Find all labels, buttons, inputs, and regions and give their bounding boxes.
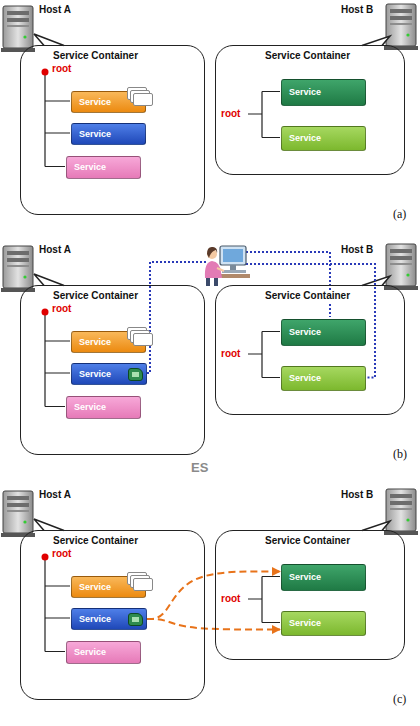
service-box: Service <box>281 564 366 591</box>
service-name: Service <box>282 133 321 144</box>
service-box: Service <box>281 79 366 106</box>
panel-label: (a) <box>392 208 407 220</box>
service-container: Service ContainerServiceService <box>215 530 405 660</box>
container-heading: Service Container <box>51 535 140 547</box>
migrating-agent <box>128 368 143 381</box>
container-heading: Service Container <box>51 50 140 62</box>
service-name: Service <box>282 327 321 338</box>
service-name: Service <box>67 162 106 173</box>
panel-label: (c) <box>392 693 407 705</box>
service-box: Service <box>281 611 366 636</box>
service-box: Service <box>281 126 366 151</box>
service-box: Service <box>71 123 146 145</box>
service-name: Service <box>72 369 111 380</box>
instance-card <box>133 333 153 346</box>
service-name: Service <box>282 87 321 98</box>
panel-illustration <box>1 489 418 652</box>
host-name: Host B <box>340 4 374 16</box>
user-at-computer <box>205 246 250 286</box>
root-label: root <box>51 548 72 560</box>
agent-window <box>132 372 139 377</box>
panel-label: (b) <box>392 448 408 460</box>
service-box: Service <box>66 156 141 179</box>
instance-card <box>133 93 153 106</box>
service-name: Service <box>282 373 321 384</box>
watermark: ES <box>190 462 209 474</box>
host-name: Host A <box>38 4 72 16</box>
service-container: Service ContainerServiceServiceService <box>20 285 205 455</box>
root-label: root <box>220 108 241 120</box>
service-container: Service ContainerServiceServiceService <box>20 45 205 215</box>
migrating-agent <box>128 613 143 626</box>
service-box: Service <box>66 396 141 419</box>
service-box: Service <box>71 576 146 598</box>
container-heading: Service Container <box>263 535 352 547</box>
service-box: Service <box>71 608 147 630</box>
service-container: Service ContainerServiceService <box>215 45 405 175</box>
root-label: root <box>220 348 241 360</box>
container-heading: Service Container <box>51 290 140 302</box>
host-name: Host B <box>340 489 374 501</box>
service-box: Service <box>71 331 146 353</box>
service-box: Service <box>71 91 146 113</box>
host-name: Host B <box>340 244 374 256</box>
service-box: Service <box>281 366 366 391</box>
container-heading: Service Container <box>263 290 352 302</box>
service-container: Service ContainerServiceService <box>215 285 405 415</box>
service-name: Service <box>72 129 111 140</box>
service-box: Service <box>71 363 147 385</box>
container-heading: Service Container <box>263 50 352 62</box>
migration-arrow <box>147 572 280 620</box>
service-name: Service <box>72 614 111 625</box>
service-container: Service ContainerServiceServiceService <box>20 530 205 700</box>
root-label: root <box>220 593 241 605</box>
service-name: Service <box>72 582 111 593</box>
service-box: Service <box>281 319 366 346</box>
service-name: Service <box>282 618 321 629</box>
root-label: root <box>51 63 72 75</box>
host-name: Host A <box>38 489 72 501</box>
service-name: Service <box>72 337 111 348</box>
panel-illustration <box>1 4 418 167</box>
agent-window <box>132 617 139 622</box>
service-name: Service <box>67 402 106 413</box>
host-name: Host A <box>38 244 72 256</box>
service-name: Service <box>282 572 321 583</box>
service-name: Service <box>67 647 106 658</box>
service-name: Service <box>72 97 111 108</box>
root-label: root <box>51 303 72 315</box>
migration-arrow <box>147 619 280 630</box>
dotted-access-lines <box>146 252 375 378</box>
instance-card <box>133 578 153 591</box>
panel-illustration <box>1 244 418 407</box>
service-box: Service <box>66 641 141 664</box>
